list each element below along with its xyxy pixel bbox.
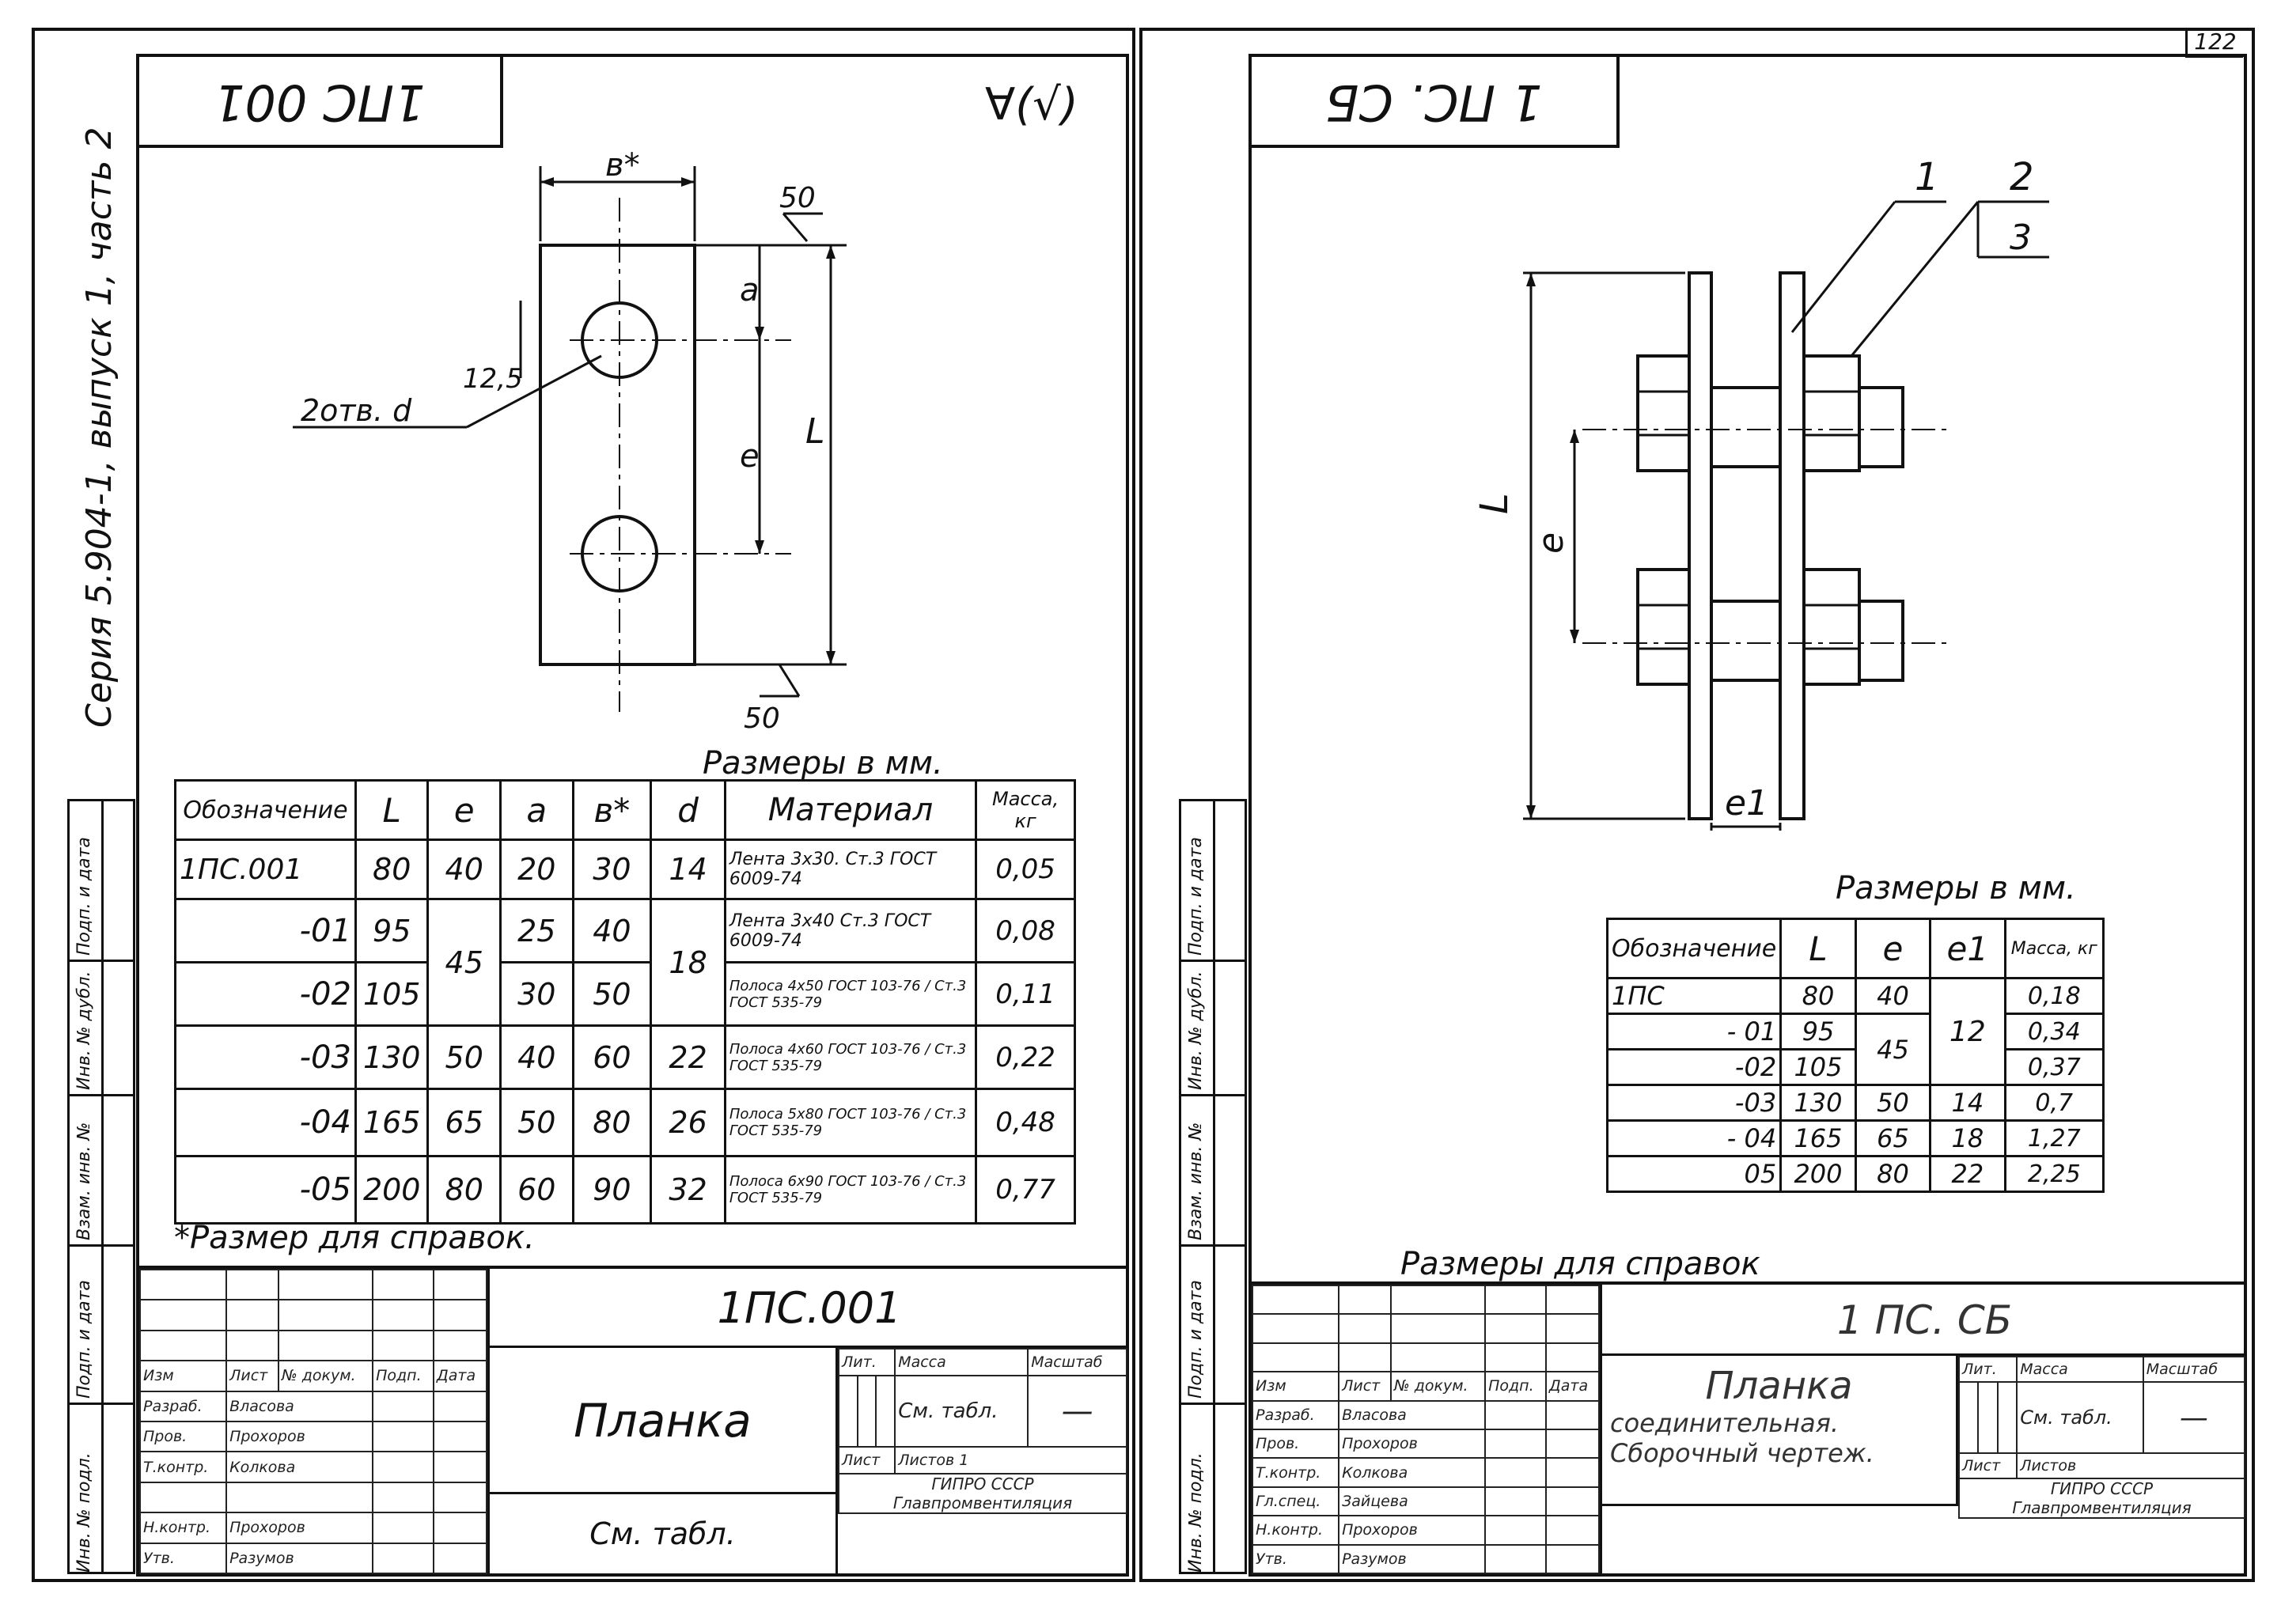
left-footnote: *Размер для справок. [174, 1220, 535, 1256]
nut-top [1802, 354, 1861, 472]
rt-stamp-sign: Подп. [1484, 1371, 1547, 1402]
left-inner-frame [136, 54, 1129, 1577]
bolt-shank-top [1710, 386, 1782, 468]
dim-a-label: а [740, 272, 760, 309]
left-title-material: См. табл. [490, 1494, 838, 1573]
bolt-shank-bottom [1710, 600, 1782, 682]
dim-b-label: в* [605, 147, 640, 184]
lt-head-mass: Масса, кг [975, 779, 1076, 841]
left-binding-strip: Подп. и дата Инв. № дубл. Взам. инв. № П… [67, 799, 135, 1574]
right-spec-table: Обозначение L е е1 Масса, кг 1ПС 80 40 1… [1605, 918, 2105, 1193]
table-row: -03 130 50 40 60 22 Полоса 4х60 ГОСТ 103… [174, 1024, 1076, 1090]
right-footnote: Размеры для справок [1400, 1246, 1760, 1282]
right-inner-frame [1248, 54, 2247, 1577]
table-row: 1ПС 80 40 12 0,18 [1605, 977, 2105, 1086]
table-row: -02 105 30 50 Полоса 4х50 ГОСТ 103-76 / … [174, 961, 1076, 1027]
rt-head-designation: Обозначение [1605, 918, 1783, 979]
left-title-name: Планка [490, 1348, 838, 1494]
dim-50-top: 50 [779, 182, 816, 214]
rt-head-e1: е1 [1929, 918, 2006, 979]
callout-1: 1 [1915, 155, 1939, 199]
rt-head-mass: Масса, кг [2003, 918, 2105, 979]
lt-head-designation: Обозначение [174, 779, 357, 841]
left-stamp-grid: Изм Лист № докум. Подп. Дата Разраб.Влас… [138, 1268, 488, 1575]
right-title-name: Планка соединительная. Сборочный чертеж. [1602, 1356, 1958, 1506]
table-row: -02 105 0,37 [1605, 1048, 2105, 1086]
bolt-end-bottom [1858, 600, 1904, 682]
lt-head-material: Материал [723, 779, 978, 841]
dim-e1-right: е1 [1725, 783, 1768, 823]
left-units-caption: Размеры в мм. [703, 745, 943, 782]
plate-1 [1688, 271, 1713, 820]
bolt-head-bottom [1636, 568, 1691, 686]
lt-head-d: d [650, 779, 726, 841]
callout-3: 3 [2010, 218, 2032, 258]
left-title-designation: 1ПС.001 [490, 1269, 1129, 1348]
right-binding-strip: Подп. и дата Инв. № дубл. Взам. инв. № П… [1179, 799, 1247, 1574]
rt-stamp-date: Дата [1544, 1371, 1601, 1402]
dim-e-label: е [740, 438, 760, 475]
bolt-end-top [1858, 386, 1904, 468]
dim-L-label: L [805, 411, 825, 452]
lt-stamp-sign: Подп. [372, 1360, 434, 1392]
callout-2: 2 [2010, 155, 2034, 199]
right-units-caption: Размеры в мм. [1836, 870, 2076, 907]
lt-head-e: е [426, 779, 502, 841]
bolt-head-top [1636, 354, 1691, 472]
table-row: 05 200 80 22 2,25 [1605, 1155, 2105, 1193]
lt-head-a: а [498, 779, 574, 841]
lt-stamp-doc: № докум. [277, 1360, 374, 1392]
rt-head-L: L [1779, 918, 1857, 979]
dim-50-bottom: 50 [744, 702, 780, 735]
dim-radius: 12,5 [463, 363, 523, 395]
table-row: 1ПС.001 80 40 20 30 14 Лента 3х30. Ст.3 … [174, 838, 1076, 900]
left-code-box: 1ПС 001 [139, 57, 503, 148]
table-row: -04 165 65 50 80 26 Полоса 5х80 ГОСТ 103… [174, 1088, 1076, 1157]
rt-stamp-doc: № докум. [1389, 1371, 1487, 1402]
table-row: -05 200 80 60 90 32 Полоса 6х90 ГОСТ 103… [174, 1155, 1076, 1225]
page-number: 122 [2185, 28, 2243, 58]
right-title-designation: 1 ПС. СБ [1602, 1285, 2247, 1356]
lt-head-L: L [354, 779, 430, 841]
lt-head-b: в* [571, 779, 653, 841]
left-outer-frame [32, 28, 1135, 1582]
lt-stamp-list: Лист [225, 1360, 279, 1392]
lt-stamp-izm: Изм [138, 1360, 228, 1392]
right-title-block: Изм Лист № докум. Подп. Дата Разраб.Влас… [1251, 1281, 2247, 1575]
holes-callout: 2отв. d [301, 393, 412, 428]
table-row: - 01 95 45 0,34 [1605, 1013, 2105, 1086]
plate-2 [1779, 271, 1805, 820]
roughness-symbol: ∀(√) [985, 79, 1078, 131]
left-title-block: Изм Лист № докум. Подп. Дата Разраб.Влас… [138, 1266, 1129, 1575]
dim-L-right: L [1472, 493, 1517, 514]
right-outer-frame [1139, 28, 2255, 1582]
rt-stamp-izm: Изм [1251, 1371, 1340, 1402]
nut-bottom [1802, 568, 1861, 686]
right-code-box: 1 ПС. СБ [1252, 57, 1620, 148]
table-row: - 04 165 65 18 1,27 [1605, 1119, 2105, 1157]
dim-e-right: е [1531, 532, 1571, 554]
rt-head-e: е [1854, 918, 1932, 979]
right-stamp-grid: Изм Лист № докум. Подп. Дата Разраб.Влас… [1251, 1284, 1601, 1575]
plate-outline [539, 244, 696, 666]
table-row: -03 130 50 14 0,7 [1605, 1084, 2105, 1122]
table-row: -01 95 45 25 40 18 Лента 3х40 Ст.3 ГОСТ … [174, 898, 1076, 1027]
lt-stamp-date: Дата [432, 1360, 488, 1392]
left-spec-table: Обозначение L е а в* d Материал Масса, к… [174, 779, 1076, 1225]
rt-stamp-list: Лист [1338, 1371, 1392, 1402]
